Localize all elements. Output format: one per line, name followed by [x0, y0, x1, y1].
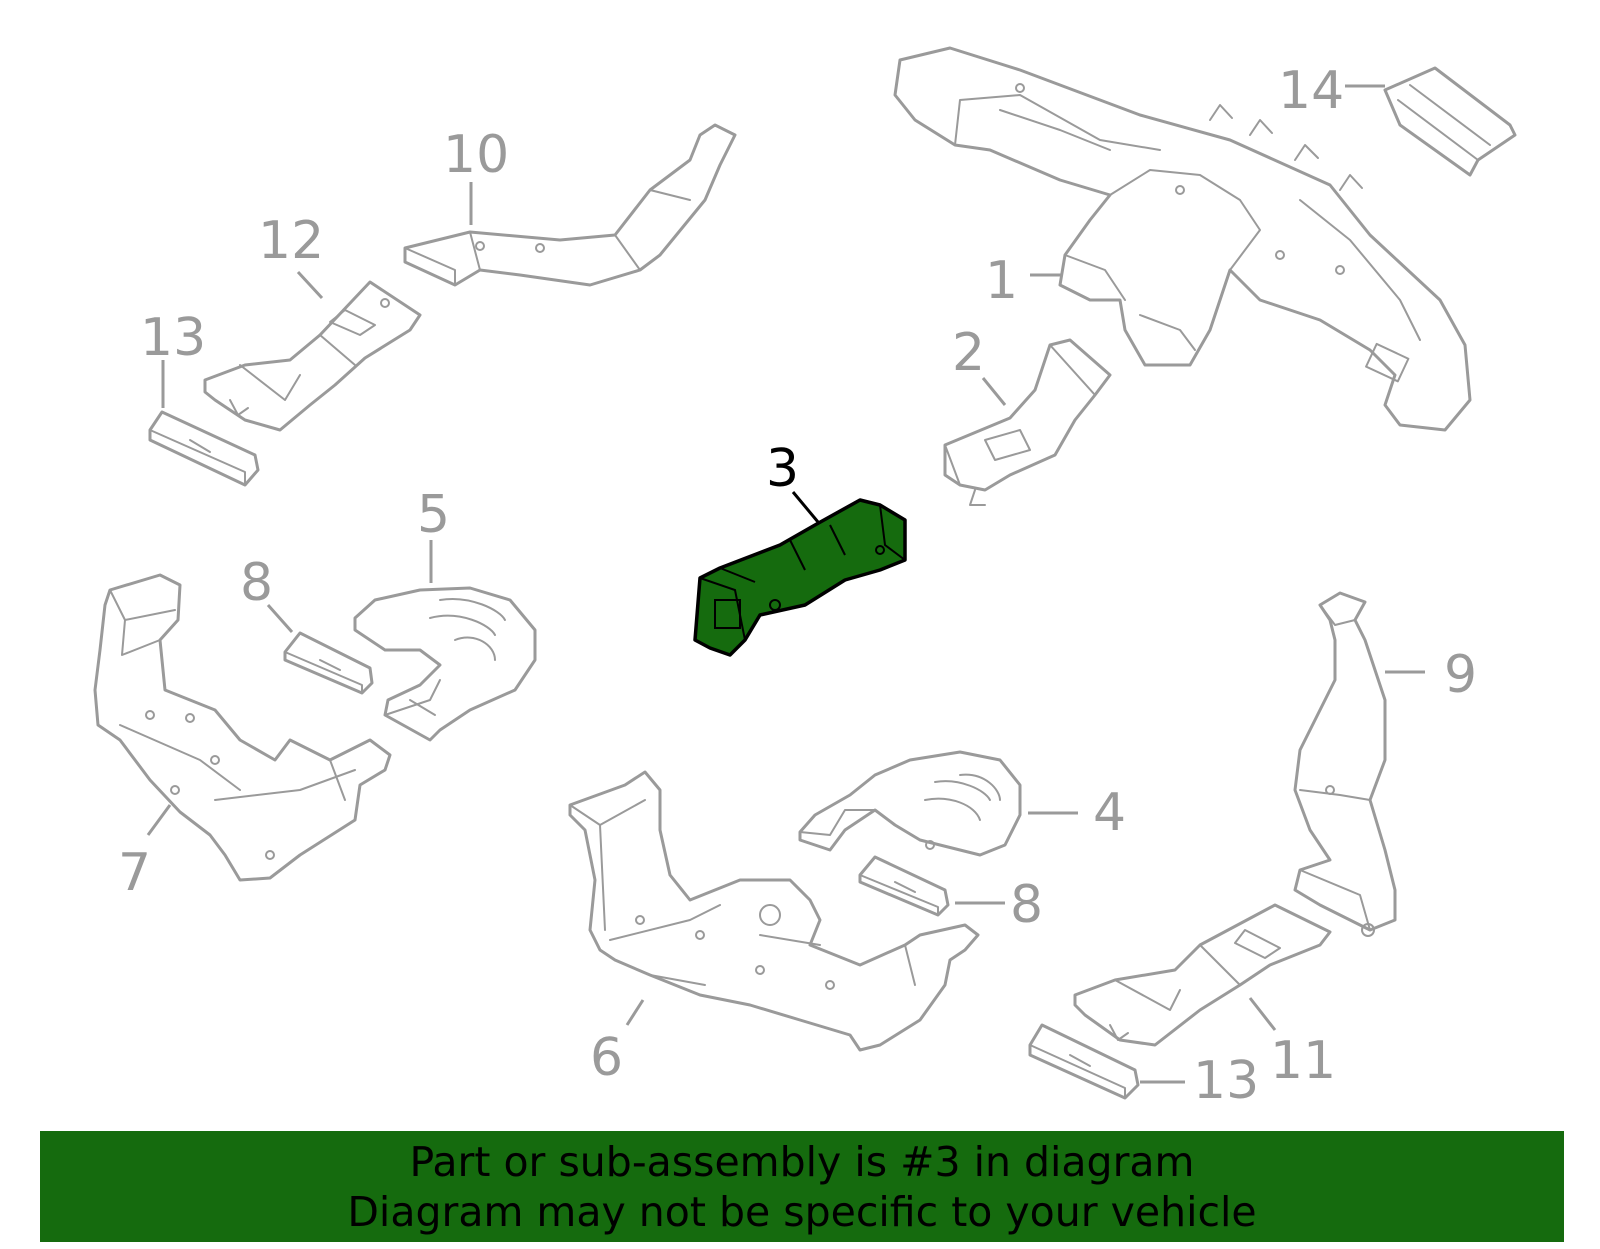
part-6-floor-duct[interactable] — [568, 770, 980, 1052]
part-4-duct[interactable] — [798, 750, 1022, 857]
banner-line-2: Diagram may not be specific to your vehi… — [347, 1188, 1257, 1236]
part-1-center-duct[interactable] — [893, 46, 1472, 432]
part-12-duct[interactable] — [203, 280, 422, 432]
callout-10: 10 — [443, 125, 509, 185]
leader-8a — [266, 604, 294, 633]
callout-11: 11 — [1270, 1031, 1336, 1091]
callout-9: 9 — [1444, 645, 1477, 705]
leader-12 — [296, 270, 324, 300]
leader-3 — [791, 491, 820, 523]
part-9-riser-duct[interactable] — [1293, 591, 1397, 937]
part-8a-vent[interactable] — [283, 631, 374, 695]
parts-diagram: 1 2 3 4 5 6 7 8 8 9 10 11 12 13 13 14 — [93, 46, 1517, 1111]
part-2-side-duct[interactable] — [943, 338, 1112, 506]
banner-line-1: Part or sub-assembly is #3 in diagram — [409, 1138, 1195, 1186]
part-14-vent[interactable] — [1383, 66, 1517, 177]
leader-6 — [625, 999, 645, 1026]
leader-11 — [1248, 997, 1277, 1031]
callout-leaders — [146, 84, 1425, 1084]
part-7-floor-duct[interactable] — [93, 573, 392, 882]
leader-2 — [981, 377, 1007, 406]
part-3-duct-highlighted[interactable] — [693, 498, 907, 657]
part-8b-vent[interactable] — [858, 855, 950, 917]
callout-3: 3 — [766, 439, 799, 499]
callout-14: 14 — [1278, 61, 1344, 121]
callout-1: 1 — [985, 251, 1018, 311]
part-13a-vent[interactable] — [148, 410, 260, 487]
callout-8b: 8 — [1010, 875, 1043, 935]
callout-13b: 13 — [1193, 1051, 1259, 1111]
callout-7: 7 — [118, 843, 151, 903]
info-banner: Part or sub-assembly is #3 in diagram Di… — [40, 1131, 1564, 1242]
callout-2: 2 — [952, 323, 985, 383]
part-11-duct[interactable] — [1073, 903, 1332, 1047]
callout-12: 12 — [258, 211, 324, 271]
part-10-duct[interactable] — [403, 123, 737, 287]
callout-labels: 1 2 3 4 5 6 7 8 8 9 10 11 12 13 13 14 — [118, 61, 1477, 1111]
callout-6: 6 — [590, 1028, 623, 1088]
callout-13a: 13 — [140, 308, 206, 368]
part-5-duct[interactable] — [353, 586, 537, 742]
leader-7 — [146, 804, 172, 836]
part-13b-vent[interactable] — [1028, 1023, 1140, 1100]
callout-5: 5 — [417, 485, 450, 545]
callout-8a: 8 — [240, 553, 273, 613]
callout-4: 4 — [1093, 783, 1126, 843]
